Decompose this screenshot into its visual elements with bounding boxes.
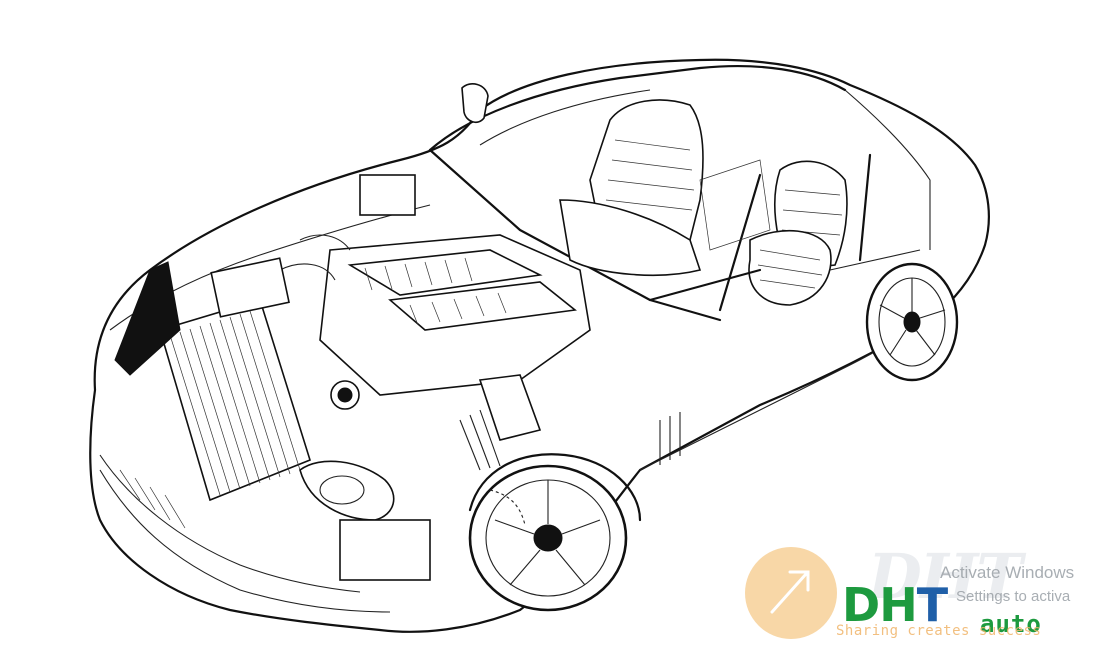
headlight — [114, 261, 395, 521]
front-suspension — [339, 374, 542, 581]
logo-ghost-text: DHT — [868, 540, 1022, 613]
radiator — [159, 257, 311, 502]
activate-settings-text: Settings to activa — [956, 588, 1071, 605]
activate-windows-text: Activate Windows — [940, 563, 1075, 582]
logo-letter-d: D — [842, 578, 880, 632]
front-wheel — [468, 453, 642, 612]
logo-suffix: auto — [980, 610, 1042, 638]
logo-letter-t: T — [916, 578, 948, 632]
side-mirror — [461, 83, 489, 124]
arrow-icon — [770, 570, 810, 614]
driver-seat — [559, 99, 704, 276]
v12-engine — [279, 174, 591, 410]
logo-wordmark: DHT — [842, 582, 948, 628]
floor-mat-stipple — [699, 159, 771, 251]
logo-letter-h: H — [879, 578, 917, 632]
front-bumper — [99, 454, 361, 593]
logo-slogan: Sharing creates success — [836, 623, 1042, 639]
transaxle — [648, 229, 921, 306]
rear-wheel — [865, 262, 959, 382]
side-vent — [659, 412, 681, 465]
